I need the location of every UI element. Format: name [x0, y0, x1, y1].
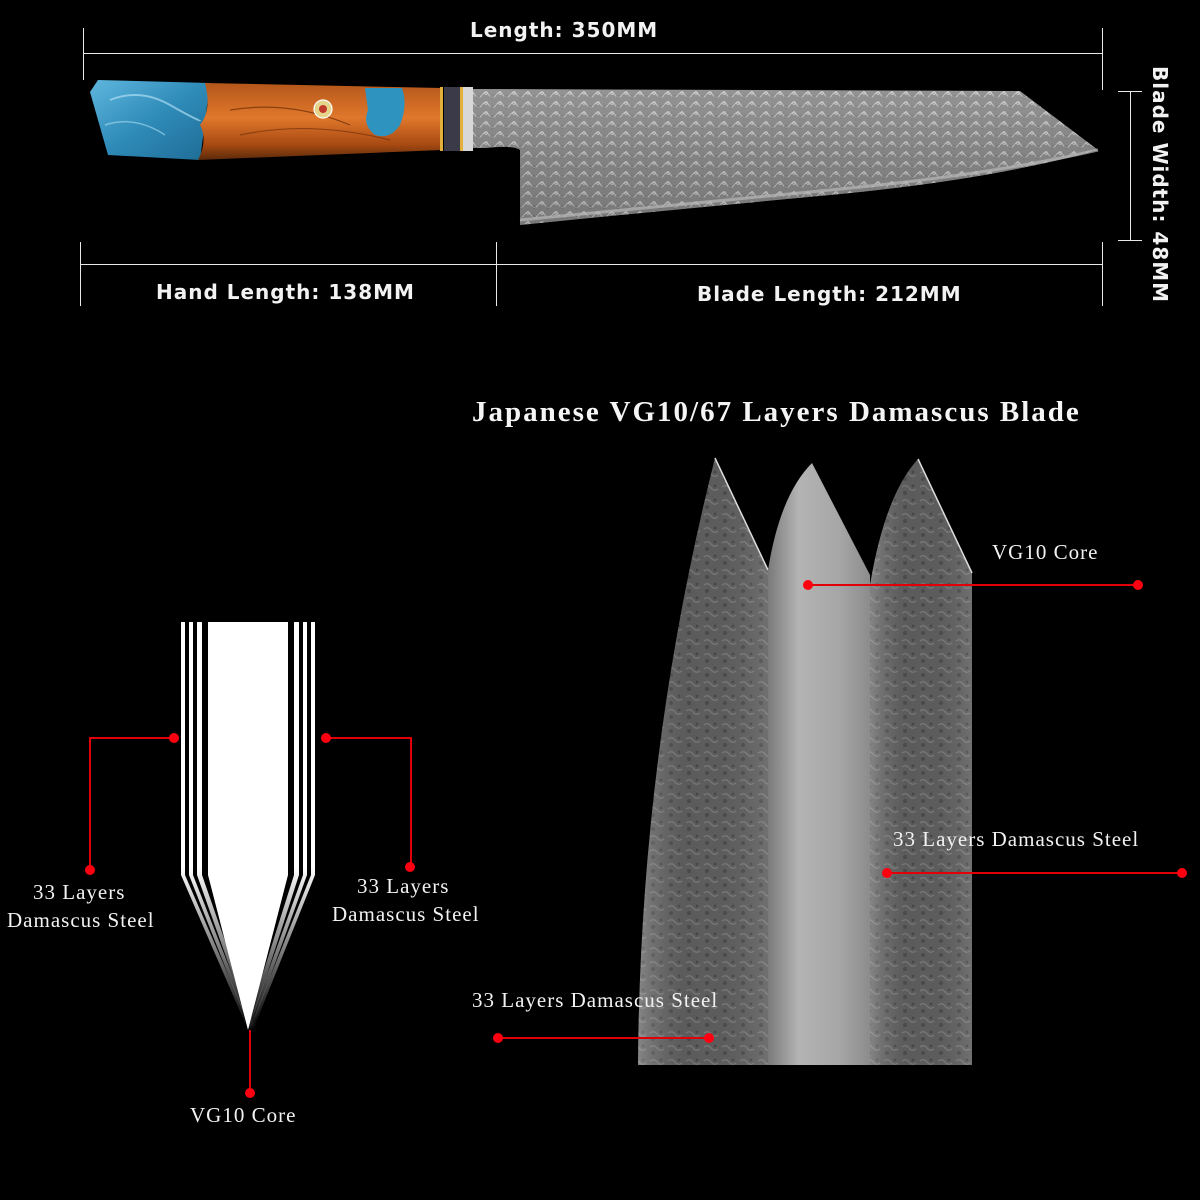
knife-image [90, 80, 1099, 225]
photo-right-layer-label: 33 Layers Damascus Steel [893, 827, 1140, 851]
photo-left-layer-dot-left [493, 1033, 503, 1043]
left-callout-horizontal [90, 737, 174, 739]
blade-length-label: Blade Length: 212MM [697, 282, 962, 306]
three-blades-image [638, 457, 973, 1065]
right-callout-vertical [410, 737, 412, 867]
blade-width-line [1130, 91, 1131, 241]
photo-left-layer-dot-right [704, 1033, 714, 1043]
photo-core-callout-line [808, 584, 1138, 586]
photo-core-dot-right [1133, 580, 1143, 590]
hand-blade-length-line [80, 264, 1103, 265]
blade-width-label: Blade Width: 48MM [1148, 66, 1172, 304]
total-length-label: Length: 350MM [470, 18, 659, 42]
right-callout-horizontal [326, 737, 412, 739]
photo-right-layer-dot-left [882, 868, 892, 878]
photo-right-layer-callout-line [887, 872, 1183, 874]
photo-left-layer-label: 33 Layers Damascus Steel [472, 988, 719, 1012]
blade-length-tick-right [1102, 242, 1103, 306]
photo-left-layer-callout-line [498, 1037, 710, 1039]
left-layer-label-line2: Damascus Steel [7, 908, 155, 932]
hand-length-tick-left [80, 242, 81, 306]
blade-cross-section-graphic [181, 622, 315, 1030]
photo-right-layer-dot-right [1177, 868, 1187, 878]
core-callout-dot [245, 1088, 255, 1098]
left-callout-dot-bottom [85, 865, 95, 875]
core-callout-vertical [249, 1030, 251, 1094]
core-label: VG10 Core [190, 1103, 297, 1127]
section-title: Japanese VG10/67 Layers Damascus Blade [472, 396, 1081, 428]
right-callout-dot-top [321, 733, 331, 743]
right-layer-label-line2: Damascus Steel [332, 902, 480, 926]
left-callout-vertical [89, 737, 91, 870]
photo-core-label: VG10 Core [992, 540, 1099, 564]
total-length-line [83, 53, 1103, 54]
photo-core-dot-left [803, 580, 813, 590]
hand-blade-divider-tick [496, 242, 497, 306]
total-length-tick-right [1102, 28, 1103, 90]
left-callout-dot-top [169, 733, 179, 743]
right-layer-label-line1: 33 Layers [357, 874, 450, 898]
right-callout-dot-bottom [405, 862, 415, 872]
left-layer-label-line1: 33 Layers [33, 880, 126, 904]
hand-length-label: Hand Length: 138MM [156, 280, 415, 304]
total-length-tick-left [83, 28, 84, 80]
blade-width-tick-bottom [1118, 240, 1142, 241]
